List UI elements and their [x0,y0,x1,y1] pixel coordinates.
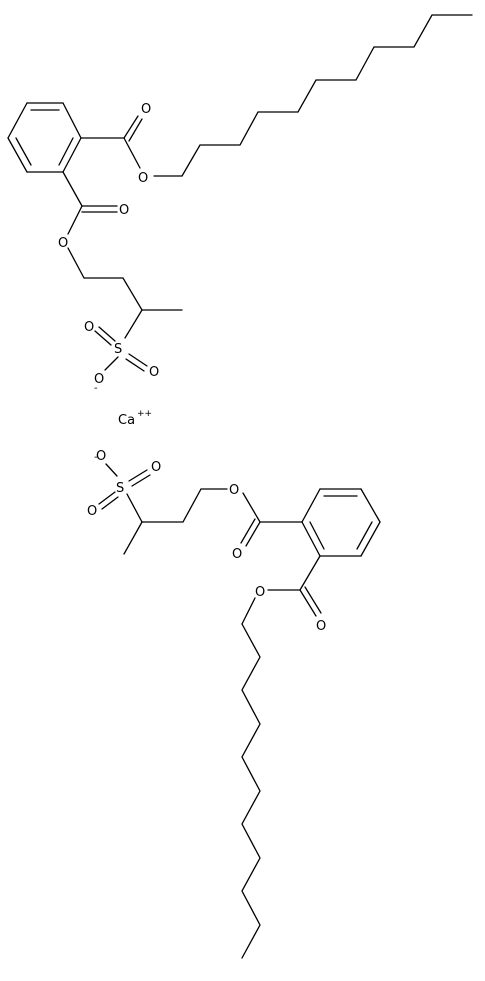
bond [245,521,261,547]
bond [125,358,145,372]
bond [98,326,116,342]
ester-oxygen-label: O [138,171,148,186]
sulfonate-oxygen-label: O [94,372,104,387]
negative-charge-label: - [94,383,98,394]
calcium-ion: Ca ++ [118,409,152,428]
butyl-chain-lower [141,488,228,523]
bond [242,492,261,523]
carbonyl-oxygen-label: O [141,102,151,117]
butyl-chain-upper [83,277,143,311]
bond [98,491,116,505]
bond [128,353,148,367]
negative-charge-label: - [94,452,98,463]
sulfonyl-oxygen-label: O [87,504,97,519]
bond [299,589,317,617]
lower-fragment: - O S O O O O [87,449,381,959]
bond [124,309,143,339]
carbonyl-oxygen-label: O [119,203,129,218]
bond [67,205,83,235]
upper-benzene-ring [7,102,82,173]
bond [299,555,321,591]
carbonyl-oxygen-label: O [316,619,326,634]
bond [131,474,151,487]
bond [101,496,119,510]
methyl-bond [123,521,143,555]
sulfonyl-oxygen-label: O [151,460,161,475]
dodecyl-chain-upper [181,14,473,177]
bond [240,518,256,544]
bond [241,597,256,625]
bond [94,330,112,346]
bond [62,171,83,207]
bond [128,118,143,142]
sulfur-label: S [114,342,122,357]
bond [67,247,85,279]
bond [123,115,139,139]
bond [304,586,322,614]
bond [128,469,148,482]
sulfonate-oxygen-label: O [96,449,106,464]
dodecyl-chain-lower [241,623,261,959]
calcium-symbol: Ca [118,413,135,428]
carbonyl-oxygen-label: O [232,547,242,562]
lower-benzene-ring [301,488,381,557]
bond [123,137,141,169]
sulfonyl-oxygen-label: O [149,365,159,380]
bond [104,356,119,371]
sulfonyl-oxygen-label: O [84,320,94,335]
upper-fragment: O O O O S O O O - [7,14,473,394]
bond [105,463,118,477]
bond [126,493,143,523]
sulfur-label: S [116,481,124,496]
ester-oxygen-label: O [58,236,68,251]
ester-oxygen-label: O [255,585,265,600]
calcium-charge: ++ [137,409,152,419]
ester-oxygen-label: O [229,483,239,498]
